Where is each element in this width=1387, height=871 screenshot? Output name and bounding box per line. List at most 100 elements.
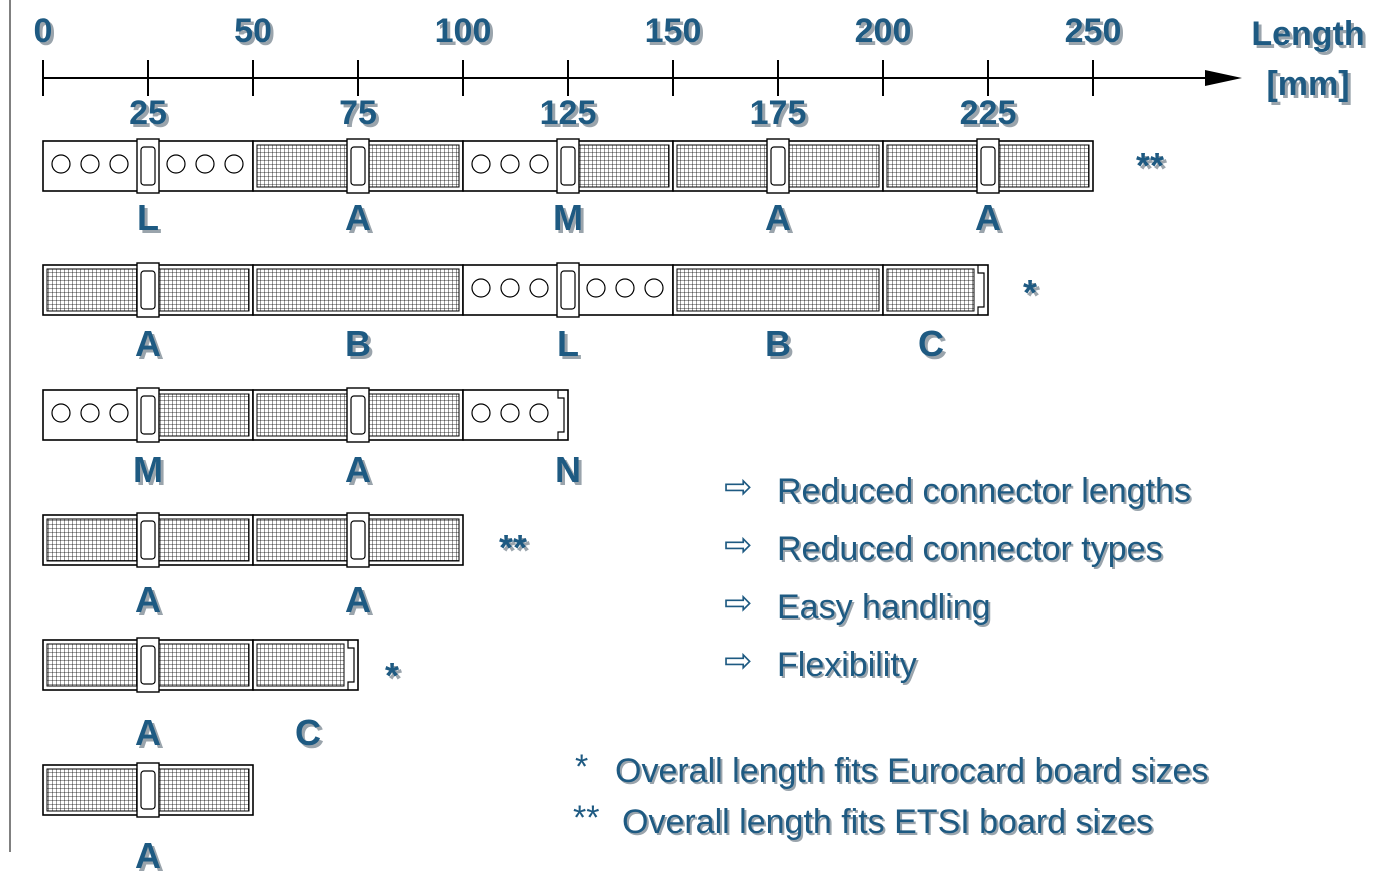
connector-segment [672,264,884,316]
svg-text:75: 75 [342,97,380,135]
connector-segment [462,389,569,441]
footnote-mark: * [575,748,588,786]
segment-label: LL [557,323,582,367]
latch-inner [140,645,156,685]
svg-text:125: 125 [543,97,600,135]
svg-text:50: 50 [237,15,275,53]
svg-text:A: A [348,452,374,493]
svg-text:A: A [348,582,374,623]
segment-label: LL [137,197,162,241]
contact-grid [147,393,250,437]
connector-segment [42,387,254,443]
major-tick-label-text: 50 [234,12,272,50]
connector-segment [462,262,674,318]
contact-hole-icon [80,154,100,174]
arrow-icon: ⇨ [724,526,753,564]
svg-text:150: 150 [648,15,705,53]
svg-text:Flexibility: Flexibility [779,648,919,686]
segment-label-text: C [918,323,944,364]
segment-label: CC [295,712,324,756]
contact-hole-icon [529,278,549,298]
svg-text:200: 200 [858,15,915,53]
end-notch [347,640,355,690]
svg-text:N: N [558,452,584,493]
segment-label: MM [553,197,586,241]
board-size-mark: **** [499,527,530,571]
svg-text:A: A [138,715,164,756]
latch-inner [560,146,576,186]
svg-text:175: 175 [753,97,810,135]
connector-segment [882,264,989,316]
latch-inner [350,520,366,560]
benefit-text: Flexibility [777,646,917,684]
board-size-mark-text: * [1023,272,1037,313]
axis-unit-line1: Length [1251,15,1364,53]
connector-segment [252,512,464,568]
end-notch [557,390,565,440]
contact-hole-icon [195,154,215,174]
benefit-text: Easy handling [777,588,991,626]
svg-text:225: 225 [963,97,1020,135]
segment-label: BB [345,323,374,367]
connector-segment [252,387,464,443]
svg-text:*: * [1026,275,1040,316]
latch-inner [350,395,366,435]
latch-inner [140,146,156,186]
contact-hole-icon [500,403,520,423]
connector-segment [42,262,254,318]
board-size-mark-text: ** [499,527,527,568]
connector-segment [252,138,464,194]
svg-text:Overall length fits ETSI board: Overall length fits ETSI board sizes [624,805,1155,843]
svg-text:M: M [556,200,586,241]
svg-text:L: L [140,200,162,241]
svg-text:Easy handling: Easy handling [779,590,993,628]
segment-label: AA [135,579,164,623]
svg-text:B: B [348,326,374,367]
latch-inner [980,146,996,186]
segment-label: AA [135,323,164,367]
major-tick-label-text: 250 [1065,12,1122,50]
axis-arrow-icon [1205,70,1242,86]
svg-text:0: 0 [37,15,56,53]
connector-segment [252,264,464,316]
segment-label-text: N [555,449,581,490]
board-size-mark: ** [1023,272,1040,316]
svg-text:L: L [560,326,582,367]
segment-label-text: M [553,197,583,238]
axis-unit-line2: [mm] [1266,65,1349,103]
contact-hole-icon [51,403,71,423]
segment-label-text: L [557,323,579,364]
latch-inner [140,770,156,810]
connector-segment [42,637,254,693]
segment-label: AA [135,835,164,871]
segment-label: NN [555,449,584,493]
latch-inner [560,270,576,310]
segment-label-text: B [765,323,791,364]
contact-hole-icon [471,154,491,174]
contact-hole-icon [109,154,129,174]
contact-hole-icon [80,403,100,423]
segment-label-text: C [295,712,321,753]
latch-inner [140,270,156,310]
segment-label-text: A [345,579,371,620]
footnote-mark: ** [573,799,599,837]
arrow-icon: ⇨ [724,468,753,506]
footnote-text: Overall length fits Eurocard board sizes [615,752,1208,790]
major-tick-label-text: 0 [34,12,53,50]
contact-grid [676,268,880,312]
connector-segment [462,138,674,194]
board-size-mark-text: * [385,655,399,696]
svg-text:A: A [348,200,374,241]
segment-label-text: A [345,449,371,490]
svg-text:25: 25 [132,97,170,135]
segment-label: BB [765,323,794,367]
end-notch [977,265,985,315]
